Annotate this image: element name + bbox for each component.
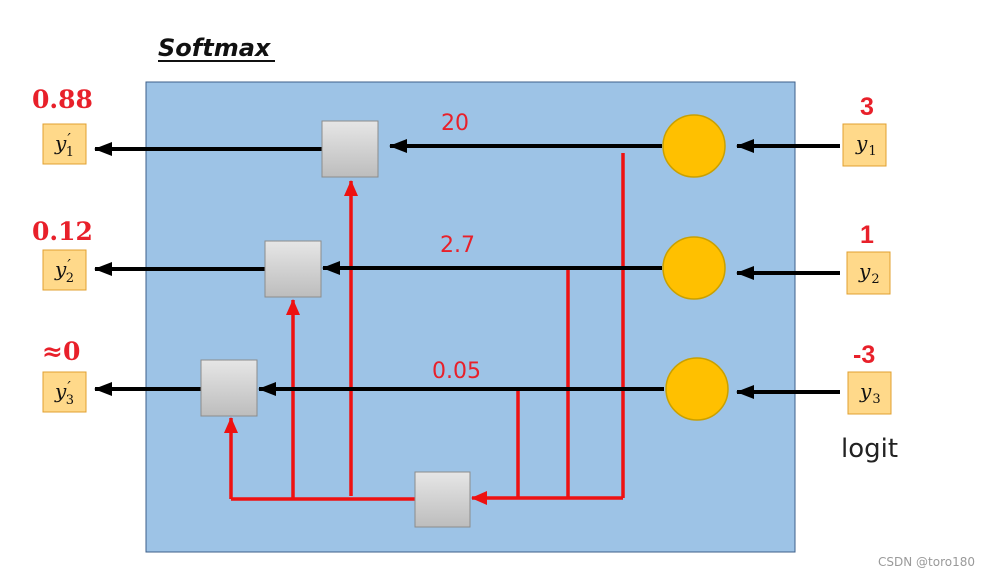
divide-box-2	[264, 240, 322, 298]
output-arrows	[94, 142, 322, 396]
output-prob-2: 0.12	[32, 217, 93, 246]
logit-label: logit	[841, 434, 898, 464]
svg-text:y′2: y′2	[54, 256, 74, 286]
output-label-1: y′1	[42, 123, 87, 165]
input-arrows	[736, 139, 840, 399]
output-label-2: y′2	[42, 249, 87, 291]
input-label-1: y1	[842, 123, 887, 167]
input-label-3: y3	[847, 371, 892, 415]
exp-value-3: 0.05	[432, 359, 481, 384]
diagram-title: Softmax	[158, 34, 272, 62]
output-prob-1: 0.88	[32, 85, 93, 114]
exp-node-3	[665, 357, 729, 421]
output-prob-3: ≈0	[42, 337, 80, 366]
watermark: CSDN @toro180	[878, 555, 975, 569]
svg-text:y2: y2	[858, 259, 880, 287]
input-logit-3: -3	[853, 341, 875, 369]
input-logit-2: 1	[860, 221, 874, 249]
exp-value-2: 2.7	[440, 233, 475, 258]
output-label-3: y′3	[42, 371, 87, 413]
divide-box-3	[200, 359, 258, 417]
svg-text:y′3: y′3	[54, 378, 74, 408]
input-label-2: y2	[846, 251, 891, 295]
divide-box-1	[321, 120, 379, 178]
svg-text:y1: y1	[855, 131, 877, 159]
sum-box	[414, 471, 471, 528]
exp-node-2	[662, 236, 726, 300]
exp-value-1: 20	[441, 111, 469, 136]
exp-node-1	[662, 114, 726, 178]
exp-arrows	[258, 139, 664, 396]
svg-text:y′1: y′1	[54, 130, 74, 160]
svg-text:y3: y3	[859, 379, 881, 407]
normalization-flow	[224, 153, 625, 505]
input-logit-1: 3	[860, 93, 874, 121]
